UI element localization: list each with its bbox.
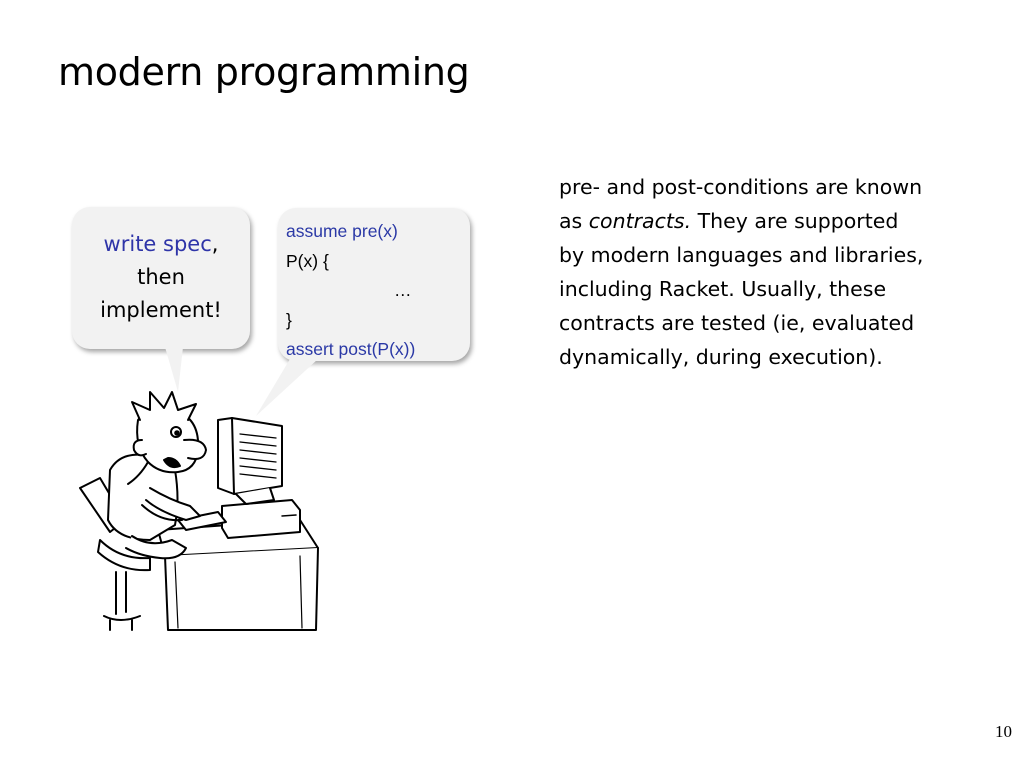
body-line-5: contracts are tested (ie, evaluated (559, 311, 915, 335)
code-line-signature: P(x) { (286, 250, 329, 271)
speech-bubble-right (278, 208, 470, 361)
body-line-4: including Racket. Usually, these (559, 277, 887, 301)
page-number: 10 (995, 722, 1012, 741)
slide-title: modern programming (58, 50, 470, 94)
programmer-at-computer-icon (79, 391, 319, 631)
body-line-6: dynamically, during execution). (559, 345, 883, 369)
code-block: assume pre(x) P(x) { … } assert post(P(x… (286, 217, 415, 365)
write-spec-phrase: write spec (103, 232, 212, 256)
then-text: then (137, 265, 185, 289)
code-line-assert: assert post(P(x)) (286, 339, 416, 359)
speech-bubble-left (72, 207, 250, 349)
comma: , (211, 232, 219, 256)
code-line-close-brace: } (286, 309, 292, 330)
contracts-term: contracts. (588, 209, 692, 233)
body-line-2: as contracts. They are supported (559, 204, 989, 238)
implement-text: implement! (100, 298, 222, 322)
bubble-left-text: write spec, then implement! (72, 228, 250, 327)
body-line-2-post: They are supported (691, 209, 899, 233)
code-line-assume: assume pre(x) (286, 221, 398, 241)
body-paragraph: pre- and post-conditions are known as co… (559, 170, 989, 374)
body-line-3: by modern languages and libraries, (559, 243, 924, 267)
body-line-1: pre- and post-conditions are known (559, 175, 923, 199)
code-line-ellipsis: … (394, 280, 412, 300)
body-line-2-pre: as (559, 209, 589, 233)
